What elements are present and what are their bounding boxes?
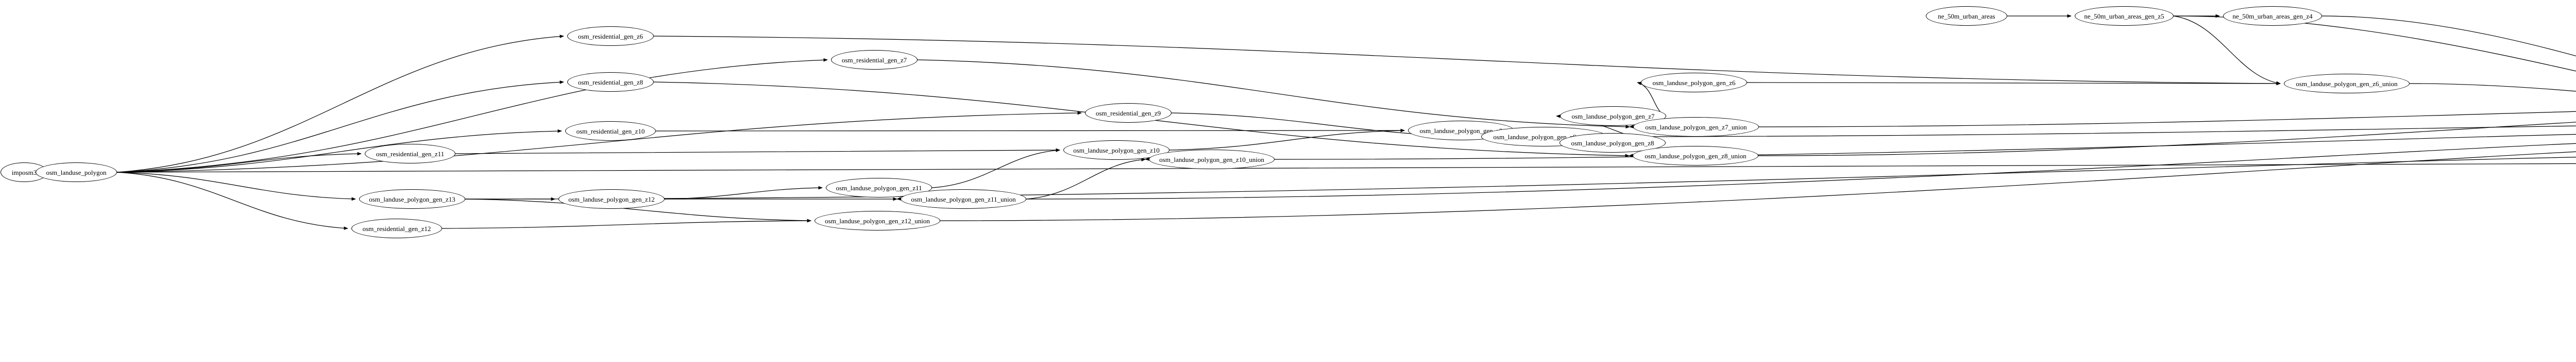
graph-node-label: osm_landuse_polygon [46,168,107,176]
graph-edge [1169,128,1405,151]
graph-node-osm_residential_gen_z9[interactable]: osm_residential_gen_z9 [1085,103,1172,123]
graph-edge [1606,125,2576,137]
graph-edge [2173,15,2281,85]
graph-node-osm_residential_gen_z10[interactable]: osm_residential_gen_z10 [565,121,656,141]
graph-edge [1747,81,2281,86]
graph-node-osm_landuse_polygon_gen_z10_union[interactable]: osm_landuse_polygon_gen_z10_union [1149,150,1275,169]
graph-node-osm_landuse_polygon_gen_z12_union[interactable]: osm_landuse_polygon_gen_z12_union [815,211,940,231]
graph-edge [940,151,2576,221]
graph-node-osm_landuse_polygon_gen_z12[interactable]: osm_landuse_polygon_gen_z12 [558,189,665,209]
graph-edge [116,80,564,173]
graph-edge [653,36,2281,86]
graph-node-osm_landuse_polygon_gen_z10[interactable]: osm_landuse_polygon_gen_z10 [1063,140,1170,160]
graph-node-ne_50m_urban_areas[interactable]: ne_50m_urban_areas [1926,6,2007,26]
graph-node-label: osm_landuse_polygon_gen_z9 [1419,126,1503,135]
graph-node-label: osm_residential_gen_z11 [376,150,445,158]
graph-node-label: osm_landuse_polygon_gen_z13 [369,195,455,203]
graph-edge [465,157,2576,200]
graph-node-label: osm_residential_gen_z9 [1095,109,1161,117]
graph-edge [116,35,564,173]
graph-node-osm_landuse_polygon_gen_z11_union[interactable]: osm_landuse_polygon_gen_z11_union [901,189,1026,209]
graph-node-osm_landuse_polygon_gen_z8[interactable]: osm_landuse_polygon_gen_z8 [1560,133,1666,153]
graph-node-label: osm_landuse_polygon_gen_z8 [1571,139,1654,147]
graph-edge [2321,15,2576,57]
graph-node-label: osm_landuse_polygon_gen_z6_union [2296,79,2398,88]
graph-node-label: ne_50m_urban_areas [1938,12,1995,20]
graph-node-osm_landuse_polygon_gen_z7_union[interactable]: osm_landuse_polygon_gen_z7_union [1633,117,1759,137]
graph-node-osm_landuse_polygon_gen_z13[interactable]: osm_landuse_polygon_gen_z13 [359,189,465,209]
graph-node-label: ne_50m_urban_areas_gen_z4 [2232,12,2313,20]
graph-edge [655,128,1405,133]
graph-node-osm_residential_gen_z12[interactable]: osm_residential_gen_z12 [351,219,442,238]
graph-node-osm_landuse_polygon[interactable]: osm_landuse_polygon [36,162,117,182]
graph-node-label: osm_residential_gen_z8 [578,78,643,86]
graph-node-label: osm_landuse_polygon_gen_z6 [1652,78,1736,87]
graph-node-label: osm_landuse_polygon_gen_z12 [568,195,655,203]
graph-edge [1026,158,1146,200]
graph-edge [442,219,811,229]
graph-node-label: osm_landuse_polygon_gen_z8_union [1645,152,1747,160]
graph-node-label: osm_landuse_polygon_gen_z11_union [911,195,1016,203]
graph-node-osm_landuse_polygon_gen_z6_union[interactable]: osm_landuse_polygon_gen_z6_union [2284,74,2410,93]
graph-node-label: osm_landuse_polygon_gen_z10 [1073,146,1160,154]
graph-edge [1758,122,2576,156]
graph-edge [664,186,823,200]
graph-edge [931,149,1060,188]
graph-edge [2409,83,2576,92]
graph-edge [116,129,562,173]
graph-edge [465,199,811,223]
graph-node-label: osm_landuse_polygon_gen_z10_union [1159,155,1264,163]
graph-node-osm_residential_gen_z8[interactable]: osm_residential_gen_z8 [567,72,654,92]
graph-edge [1026,143,2576,200]
graph-edge [116,58,828,173]
graph-edge [116,111,1082,173]
graph-node-label: imposm3 [11,168,37,176]
graph-node-label: osm_landuse_polygon_gen_z12_union [825,217,930,225]
graph-edge [116,172,348,230]
graph-node-label: osm_residential_gen_z6 [578,32,643,40]
graph-node-label: osm_landuse_polygon_gen_z11 [836,184,922,192]
graph-edge [1758,111,2576,127]
graph-edge [917,59,1630,129]
graph-node-label: osm_residential_gen_z12 [362,224,431,233]
graph-node-osm_landuse_polygon_gen_z6[interactable]: osm_landuse_polygon_gen_z6 [1641,73,1747,92]
graph-node-label: osm_residential_gen_z7 [841,56,907,64]
graph-node-label: ne_50m_urban_areas_gen_z5 [2084,12,2164,20]
graph-node-osm_residential_gen_z7[interactable]: osm_residential_gen_z7 [831,50,918,70]
graph-node-osm_residential_gen_z11[interactable]: osm_residential_gen_z11 [365,144,455,163]
graph-node-label: osm_residential_gen_z10 [576,127,645,135]
graph-node-ne_50m_urban_areas_gen_z4[interactable]: ne_50m_urban_areas_gen_z4 [2223,6,2322,26]
graph-edge [116,172,356,201]
graph-edge [116,152,362,173]
graph-node-label: osm_landuse_polygon_gen_z7 [1571,112,1655,120]
graph-edge [116,163,2576,173]
graph-node-ne_50m_urban_areas_gen_z5[interactable]: ne_50m_urban_areas_gen_z5 [2075,6,2174,26]
graph-edge [455,148,1060,154]
graph-node-osm_landuse_polygon_gen_z8_union[interactable]: osm_landuse_polygon_gen_z8_union [1633,146,1758,166]
graph-node-label: osm_landuse_polygon_gen_z7_union [1645,123,1747,131]
graph-node-osm_residential_gen_z6[interactable]: osm_residential_gen_z6 [567,26,654,46]
